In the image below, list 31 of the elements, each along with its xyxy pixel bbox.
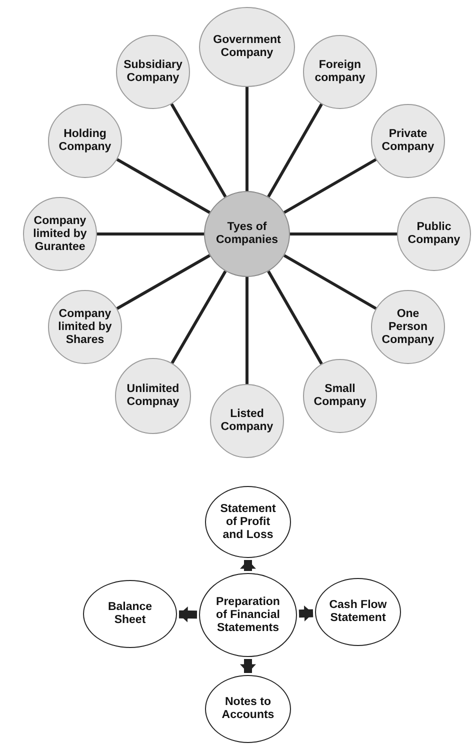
connector-line: [170, 270, 227, 364]
connector-line: [283, 158, 377, 214]
connector-line: [170, 103, 227, 198]
connector-line: [246, 87, 248, 191]
hub-circle: [204, 191, 290, 277]
node-label: Preparation of Financial Statements: [215, 596, 281, 634]
node-label: Company limited by Gurantee: [33, 214, 87, 254]
connector-line: [290, 232, 397, 236]
connector-line: [283, 254, 377, 310]
node-label: Government Company: [212, 34, 282, 60]
node-label: Cash Flow Statement: [328, 599, 388, 625]
node-label: Unlimited Compnay: [126, 383, 180, 409]
node-label: Foreign company: [314, 59, 366, 85]
node-label: Notes to Accounts: [220, 696, 276, 722]
connector-line: [246, 277, 248, 384]
node-label: Listed Company: [220, 408, 274, 434]
node-label: Statement of Profit and Loss: [219, 502, 277, 542]
connector-line: [116, 254, 210, 310]
node-label: Private Company: [380, 128, 436, 154]
connector-line: [267, 103, 323, 198]
node-label: One Person Company: [380, 308, 436, 346]
node-label: Tyes of Companies: [215, 221, 279, 247]
connector-line: [267, 270, 323, 365]
node-label: Subsidiary Company: [122, 59, 184, 85]
connector-line: [116, 158, 210, 214]
node-label: Holding Company: [58, 128, 112, 154]
node-label: Public Company: [406, 221, 462, 247]
node-label: Balance Sheet: [106, 601, 154, 627]
node-label: Company limited by Shares: [58, 308, 112, 346]
node-label: Small Company: [312, 383, 368, 409]
connector-line: [97, 232, 204, 236]
